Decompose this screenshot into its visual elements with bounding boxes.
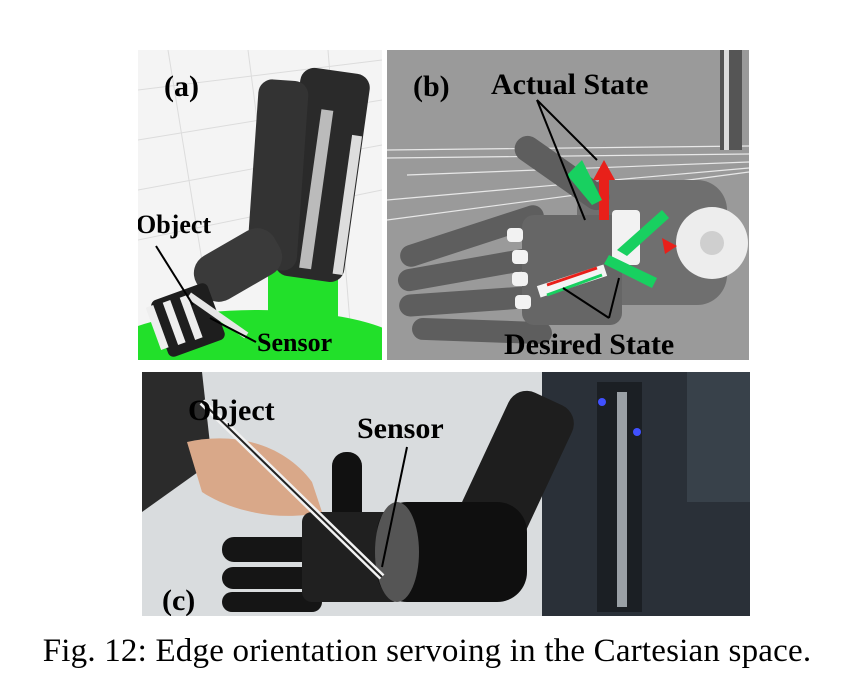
desired-state-label: Desired State bbox=[504, 328, 675, 360]
panel-a-object-label: Object bbox=[138, 210, 212, 239]
panel-c-photo: Object Sensor (c) bbox=[142, 372, 750, 616]
panel-a-scene bbox=[138, 50, 382, 360]
panel-a-simulation: (a) Object Sensor bbox=[138, 50, 382, 360]
figure-caption: Fig. 12: Edge orientation servoing in th… bbox=[42, 633, 812, 669]
panel-c-tag: (c) bbox=[162, 584, 196, 616]
panel-b-tag: (b) bbox=[413, 70, 450, 103]
panel-b-simulation: (b) Actual State Desired State bbox=[387, 50, 749, 360]
panel-b-scene bbox=[387, 50, 749, 345]
panel-c-scene bbox=[142, 372, 750, 616]
panel-a-tag: (a) bbox=[164, 70, 199, 103]
panel-a-sensor-label: Sensor bbox=[257, 328, 333, 357]
actual-state-label: Actual State bbox=[491, 68, 649, 101]
panel-c-object-label: Object bbox=[188, 394, 275, 427]
panel-c-sensor-label: Sensor bbox=[357, 412, 444, 445]
